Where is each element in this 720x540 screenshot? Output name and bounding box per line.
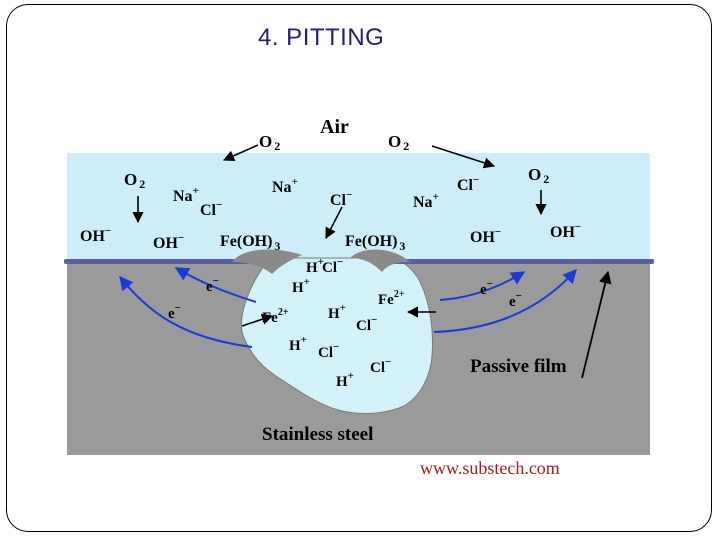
svg-text:O2: O2 (259, 132, 280, 153)
pit-cavity (241, 257, 433, 414)
label-electron: e− (206, 275, 219, 295)
label-ferrous-ion: Fe2+ (262, 307, 289, 326)
label-cl-ion: Cl− (322, 256, 343, 276)
label-hydroxide: OH− (80, 225, 111, 245)
label-na-ion: Na+ (173, 185, 199, 205)
label-cl-ion: Cl− (318, 341, 339, 361)
arrow-passive-film (581, 270, 612, 379)
label-hydroxide: OH− (470, 226, 501, 246)
label-hydrogen-ion: H+ (289, 334, 307, 354)
label-cl-ion: Cl− (370, 356, 391, 376)
label-cl-ion: Cl− (330, 189, 352, 209)
label-hydroxide: OH− (153, 232, 184, 252)
deposit-right (350, 249, 410, 272)
passive-film-left (64, 259, 270, 264)
label-ferrous-ion: Fe2+ (378, 289, 405, 308)
label-cl-ion: Cl− (356, 314, 377, 334)
arrow-cl-into-pit (325, 206, 343, 239)
label-ferric-hydroxide: Fe(OH)3 (220, 233, 280, 253)
label-stainless-steel: Stainless steel (262, 424, 373, 445)
label-hydroxide: OH− (550, 221, 581, 241)
electron-arrow-right-inner (439, 271, 526, 301)
electron-arrow-left-inner (174, 267, 257, 303)
source-credit: www.substech.com (420, 458, 560, 478)
label-hydrogen-ion: H+ (292, 276, 310, 296)
electron-arrow-left-outer (119, 275, 253, 348)
slide-frame (6, 4, 712, 532)
arrow-o2-right (431, 145, 496, 169)
svg-text:O2: O2 (528, 165, 549, 186)
passive-film-right (390, 259, 654, 264)
svg-text:O2: O2 (388, 132, 409, 153)
label-hydrogen-ion: H+ (328, 302, 346, 322)
label-cl-ion: Cl− (200, 199, 222, 219)
label-air: Air (320, 116, 349, 138)
label-hydrogen-ion: H+ (306, 256, 324, 276)
label-hydrogen-ion: H+ (336, 370, 354, 390)
arrow-o2-left (222, 144, 259, 162)
label-electron: e− (168, 302, 181, 322)
label-ferric-hydroxide: Fe(OH)3 (345, 233, 405, 253)
label-passive-film: Passive film (470, 356, 567, 377)
svg-text:O2: O2 (124, 170, 145, 191)
label-na-ion: Na+ (272, 176, 298, 196)
label-electron: e− (509, 290, 522, 310)
electron-arrow-right-outer (433, 268, 577, 333)
label-na-ion: Na+ (413, 191, 439, 211)
slide-title: 4. PITTING (258, 24, 385, 51)
label-cl-ion: Cl− (457, 174, 479, 194)
arrow-fe-left (241, 313, 274, 327)
label-electron: e− (480, 278, 493, 298)
deposit-left (232, 249, 302, 274)
air-zone (67, 153, 650, 261)
